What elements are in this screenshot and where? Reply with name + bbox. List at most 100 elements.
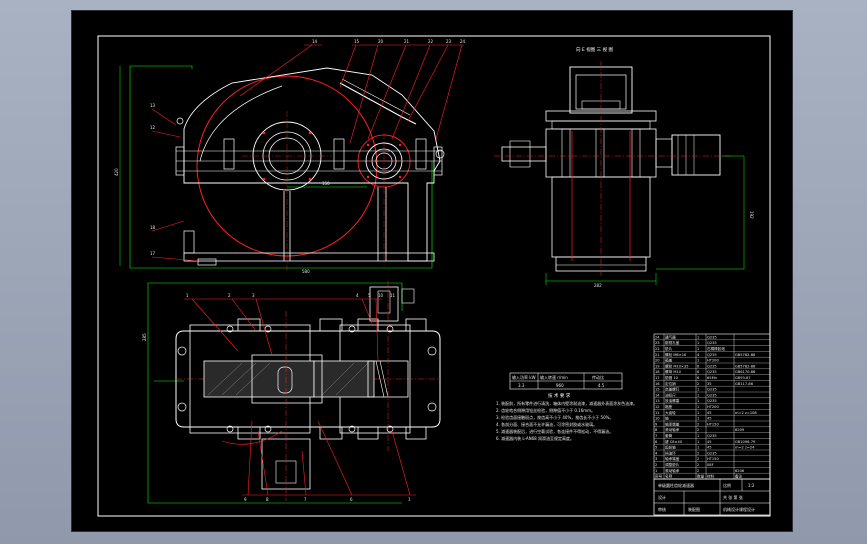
bom-header-cell: 数量 <box>697 474 705 479</box>
callout-label: 10 <box>378 293 384 298</box>
bom-cell: Q235 <box>707 399 717 403</box>
callout-label: 1 <box>408 497 411 502</box>
bom-cell: 垫圈 10 <box>665 375 679 380</box>
checker-label: 审核 <box>658 506 666 512</box>
bom-cell: 1 <box>697 399 699 403</box>
bom-cell: 8 <box>655 428 658 432</box>
bom-cell: 油标尺 <box>665 392 676 397</box>
callout-label: 11 <box>390 293 396 298</box>
callout-label: 4 <box>356 293 359 298</box>
bom-cell: 放油螺塞 <box>665 398 680 403</box>
bom-cell: GB93-87 <box>735 376 751 380</box>
bom-cell: 螺母 M10 <box>665 369 682 374</box>
bom-cell: 45 <box>707 417 712 421</box>
bom-cell: 21 <box>655 353 660 357</box>
bom-cell: 15 <box>655 388 660 392</box>
dim-front-height: 420 <box>114 168 119 176</box>
callout-label: 9 <box>244 497 247 502</box>
bom-cell: 挡油环 <box>665 450 676 455</box>
callout-label: 6 <box>350 497 353 502</box>
bom-cell: 1 <box>697 347 699 351</box>
bom-cell: Q235 <box>707 364 717 368</box>
side-view-title: 向 E 视图 三 视 图 <box>576 46 613 53</box>
plan-top-callouts: 1 2 3 4 5 10 11 <box>186 293 396 298</box>
bom-cell: 1 <box>697 393 699 397</box>
bom-cell: 23 <box>655 341 660 345</box>
bom-cell: 1 <box>697 411 699 415</box>
tech-requirement-line: 4. 各剖分面、接合面不允许漏油，可涂密封胶或水玻璃。 <box>496 421 597 427</box>
bom-cell: Q235 <box>707 393 717 397</box>
sheet-label: 共 张 第 张 <box>723 494 743 500</box>
drawing-border <box>97 35 771 517</box>
bom-cell: Q235 <box>707 388 717 392</box>
bom-cell: 3 <box>655 457 657 461</box>
bom-cell: 2 <box>697 457 699 461</box>
bom-header-cell: 备注 <box>735 474 743 479</box>
bom-cell: GB117-86 <box>735 382 754 386</box>
bom-cell: 19 <box>655 364 660 368</box>
bom-cell: 45 <box>707 446 712 450</box>
bom-cell: 1 <box>697 417 699 421</box>
bom-cell: 18 <box>655 370 660 374</box>
tech-table: 输入功率 kW 输入转速 r/min 传动比 3.3 960 4.5 <box>509 372 623 390</box>
dim-side-width: 282 <box>594 283 602 288</box>
dim-front-width: 580 <box>302 269 310 274</box>
callout-label: 13 <box>150 103 156 108</box>
school-name: 机械设计课程设计 <box>723 506 755 512</box>
bom-cell: 9 <box>655 422 658 426</box>
bom-cell: 16 <box>655 382 660 386</box>
tech-requirements-title: 技 术 要 求 <box>548 392 571 399</box>
tech-table-value: 960 <box>556 383 564 388</box>
callout-label: 20 <box>378 39 384 44</box>
bom-cell: 轴 <box>665 416 669 421</box>
callout-label: 18 <box>150 225 156 230</box>
callout-label: 5 <box>368 293 371 298</box>
bom-cell: 12 <box>655 405 660 409</box>
bom-cell: 1 <box>697 440 699 444</box>
dim-center-distance: 150 <box>322 181 330 186</box>
plan-view: 285 <box>142 281 441 504</box>
bom-header-cell: 名称 <box>665 474 673 479</box>
bom-cell: 2 <box>697 463 699 467</box>
bom-cell: 6 <box>697 364 700 368</box>
designer-label: 设计 <box>658 494 666 500</box>
bom-cell: 22 <box>655 347 660 351</box>
bom-cell: 1 <box>697 405 699 409</box>
callout-label: 15 <box>354 39 360 44</box>
bom-cell: 35 <box>707 382 712 386</box>
bom-cell: 箱盖 <box>665 358 673 363</box>
callout-label: 7 <box>304 497 307 502</box>
bom-cell: 1 <box>697 341 699 345</box>
callout-label: 3 <box>252 293 255 298</box>
bom-cell: 调整垫片 <box>665 462 680 467</box>
tech-table-header: 输入转速 r/min <box>540 374 568 380</box>
bom-cell: 2 <box>697 451 699 455</box>
cad-viewport[interactable]: 420 580 150 <box>72 11 792 531</box>
bom-cell: 1 <box>697 359 699 363</box>
bom-cell: 4 <box>697 353 700 357</box>
bom-cell: 1 <box>697 434 699 438</box>
bom-cell: m=2 z=108 <box>735 411 757 415</box>
bom-cell: Q235 <box>707 370 717 374</box>
bom-header-cell: 序号 <box>655 474 663 479</box>
bom-cell: 4 <box>655 451 658 455</box>
bom-cell: 10 <box>655 417 660 421</box>
bom-cell: 1 <box>697 388 699 392</box>
bom-cell: 6 <box>655 440 658 444</box>
front-left-callouts: 13 12 18 17 <box>150 103 156 256</box>
bom-cell: Q235 <box>707 341 717 345</box>
tech-requirement-line: 1. 装配前，所有零件进行清洗，箱体内壁涂耐油漆，减速器外表面涂灰色油漆。 <box>496 400 637 406</box>
bom-cell: HT200 <box>707 405 719 409</box>
drawing-number: 装配图 <box>688 506 700 512</box>
title-block: 单级圆柱齿轮减速器 比例 1:2 设计 审核 共 张 第 张 机械设计课程设计 … <box>653 478 771 516</box>
tech-requirements: 输入功率 kW 输入转速 r/min 传动比 3.3 960 4.5 技 术 要… <box>496 372 637 441</box>
bom-cell: 08F <box>707 463 714 467</box>
tech-table-value: 3.3 <box>518 383 525 388</box>
cad-drawing-canvas[interactable]: 420 580 150 <box>72 11 792 531</box>
bom-cell: 65Mn <box>707 376 717 380</box>
bom-cell: 石棉橡胶纸 <box>707 346 725 351</box>
bom-cell: 窥视孔盖 <box>665 340 680 345</box>
tech-requirement-line: 6. 减速器内装 L-AN68 润滑油至规定高度。 <box>496 435 574 441</box>
bom-cell: 6209 <box>735 428 745 432</box>
